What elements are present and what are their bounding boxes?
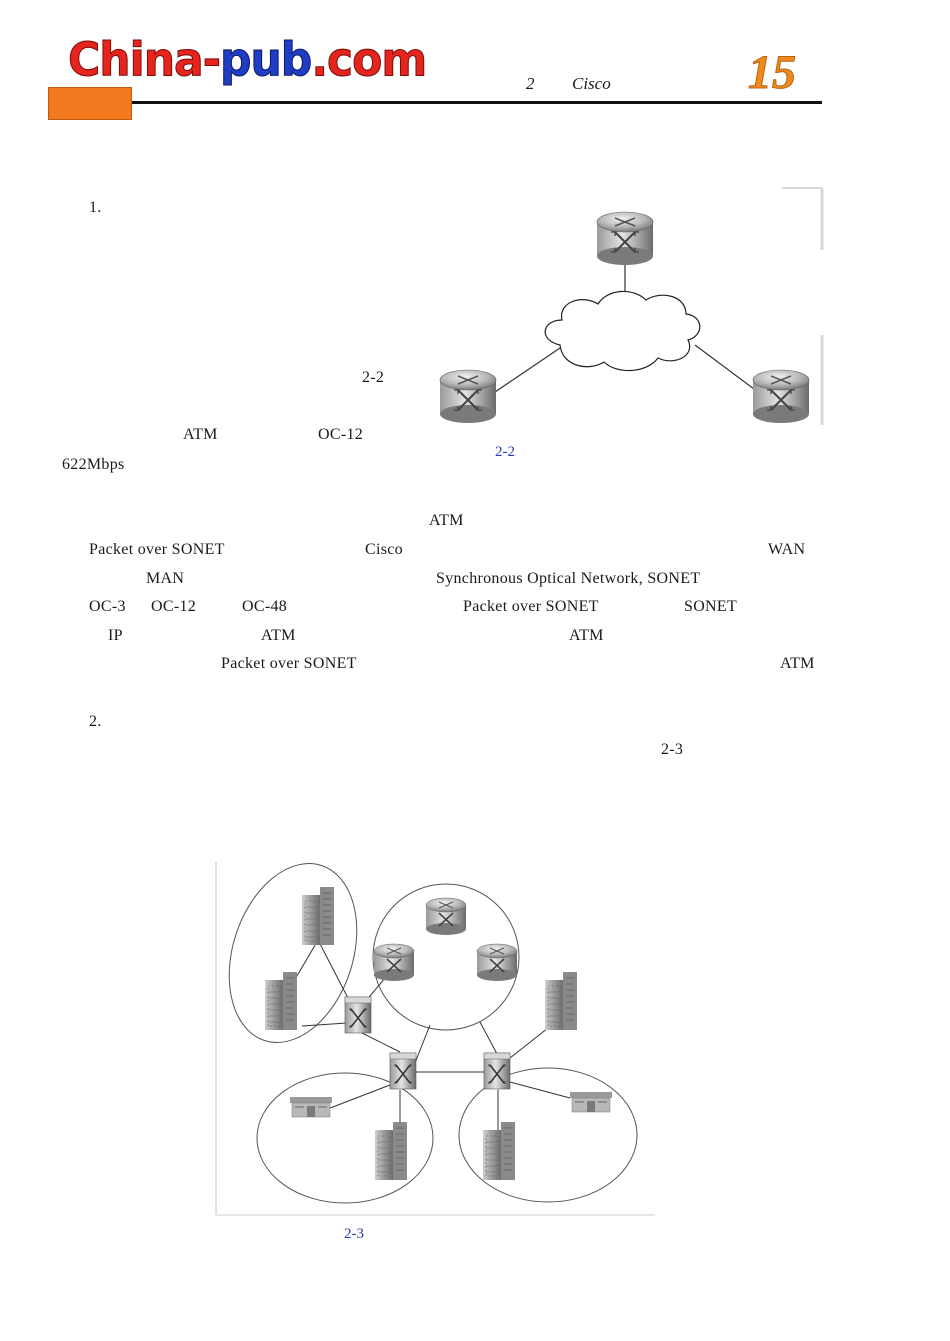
para-sonet: SONET [684, 598, 738, 615]
chapter-title: Cisco [572, 74, 611, 93]
router-icon-core-right [476, 943, 518, 982]
para-man: MAN [146, 570, 185, 587]
house-icon-left [289, 1096, 333, 1118]
cloud-icon [544, 290, 701, 372]
china-pub-logo: China-pub.com [68, 33, 428, 88]
para-oc12: OC-12 [151, 598, 197, 615]
figure-caption-2-3: 2-3 [344, 1226, 364, 1242]
section-1-number: 1. [89, 199, 102, 216]
atm-term: ATM [183, 426, 218, 443]
header-accent-block [48, 87, 132, 120]
logo-text-china: China- [68, 33, 222, 88]
router-icon-core-top [425, 897, 467, 936]
para-atm-1: ATM [429, 512, 464, 529]
page-number: 15 [748, 46, 797, 100]
speed-value: 622Mbps [62, 456, 125, 473]
router-icon-left [439, 369, 497, 423]
oc12-term: OC-12 [318, 426, 364, 443]
building-icon-2 [264, 971, 298, 1031]
router-icon-right [752, 369, 810, 423]
para-oc3: OC-3 [89, 598, 126, 615]
para-sonet-full: Synchronous Optical Network, SONET [436, 570, 701, 587]
para-atm-3: ATM [569, 627, 604, 644]
section-2-number: 2. [89, 713, 102, 730]
para-atm-4: ATM [780, 655, 815, 672]
para-pos-2: Packet over SONET [463, 598, 599, 615]
router-icon-core-left [373, 943, 415, 982]
switch-icon-left [344, 996, 372, 1034]
para-wan: WAN [768, 541, 806, 558]
switch-icon-center-right [483, 1052, 511, 1090]
router-icon-top [596, 211, 654, 265]
building-icon-4 [374, 1121, 408, 1181]
switch-icon-center-left [389, 1052, 417, 1090]
header-rule [132, 101, 822, 104]
logo-text-pub: pub [219, 33, 312, 88]
para-atm-2: ATM [261, 627, 296, 644]
building-icon-1 [301, 886, 335, 946]
figure-ref-2-2: 2-2 [362, 369, 385, 386]
para-pos-3: Packet over SONET [221, 655, 357, 672]
figure-2-2 [439, 187, 824, 425]
figure-caption-2-2: 2-2 [495, 444, 515, 460]
figure-ref-2-3: 2-3 [661, 741, 684, 758]
logo-text-com: .com [311, 33, 428, 88]
para-ip: IP [108, 627, 123, 644]
para-oc48: OC-48 [242, 598, 288, 615]
chapter-number: 2 [526, 74, 535, 93]
building-icon-5 [482, 1121, 516, 1181]
house-icon-right [569, 1091, 613, 1113]
para-cisco: Cisco [365, 541, 403, 558]
building-icon-3 [544, 971, 578, 1031]
figure-2-3 [215, 862, 655, 1216]
para-pos-1: Packet over SONET [89, 541, 225, 558]
